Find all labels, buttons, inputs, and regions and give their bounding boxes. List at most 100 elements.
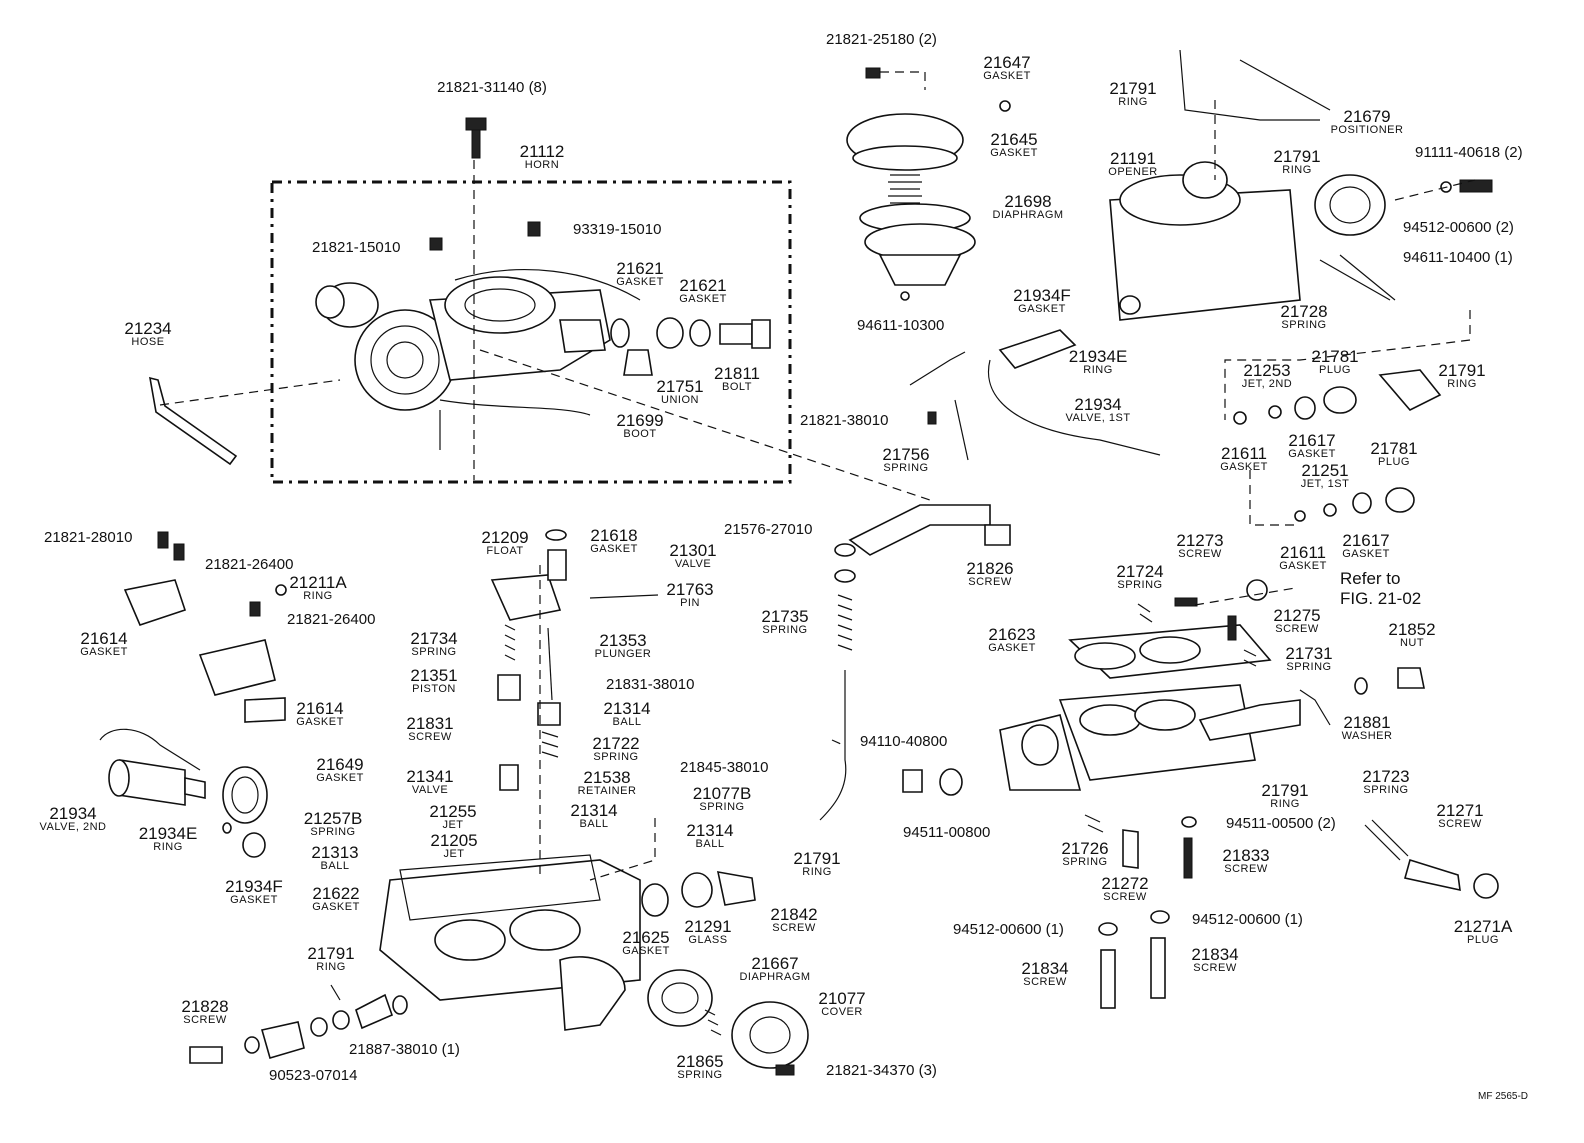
label-21821-25180: 21821-25180 (2) xyxy=(826,31,937,48)
label-21887-38010: 21887-38010 (1) xyxy=(349,1041,460,1058)
label-94611-10300: 94611-10300 xyxy=(857,317,945,334)
float-assembly xyxy=(490,529,659,791)
label-94512-00600-a: 94512-00600 (2) xyxy=(1403,219,1514,236)
label-21821-38010: 21821-38010 xyxy=(800,412,889,429)
diagram-code: MF 2565-D xyxy=(1477,1091,1528,1102)
horn-assembly xyxy=(315,117,641,450)
diaphragm-stack xyxy=(846,67,1011,461)
label-21821-26400-a: 21821-26400 xyxy=(205,556,294,573)
hose-drawing xyxy=(148,376,238,466)
horn-assembly-box xyxy=(270,180,792,484)
label-21821-31140: 21821-31140 (8) xyxy=(437,79,547,96)
assembly-leader-lines xyxy=(159,71,1476,881)
label-21821-15010: 21821-15010 xyxy=(312,239,401,256)
label-21831-38010: 21831-38010 xyxy=(606,676,695,693)
label-94511-00500: 94511-00500 (2) xyxy=(1226,815,1336,832)
label-93319-15010: 93319-15010 xyxy=(573,221,662,238)
reference-note: Refer to FIG. 21-02 xyxy=(1340,569,1422,608)
label-90523-07014: 90523-07014 xyxy=(269,1067,358,1084)
throttle-lever xyxy=(819,504,1011,821)
solenoid-valve-2nd xyxy=(99,531,287,858)
label-94110-40800: 94110-40800 xyxy=(860,733,948,750)
label-94512-00600-b: 94512-00600 (1) xyxy=(1192,911,1303,928)
label-94611-10400: 94611-10400 (1) xyxy=(1403,249,1513,266)
label-21576-27010: 21576-27010 xyxy=(724,521,813,538)
carburetor-top-right xyxy=(988,49,1493,522)
throttle-body xyxy=(999,579,1499,1009)
union-bolt-group xyxy=(610,317,771,376)
label-91111-40618: 91111-40618 (2) xyxy=(1415,144,1523,161)
label-21821-34370: 21821-34370 (3) xyxy=(826,1062,937,1079)
